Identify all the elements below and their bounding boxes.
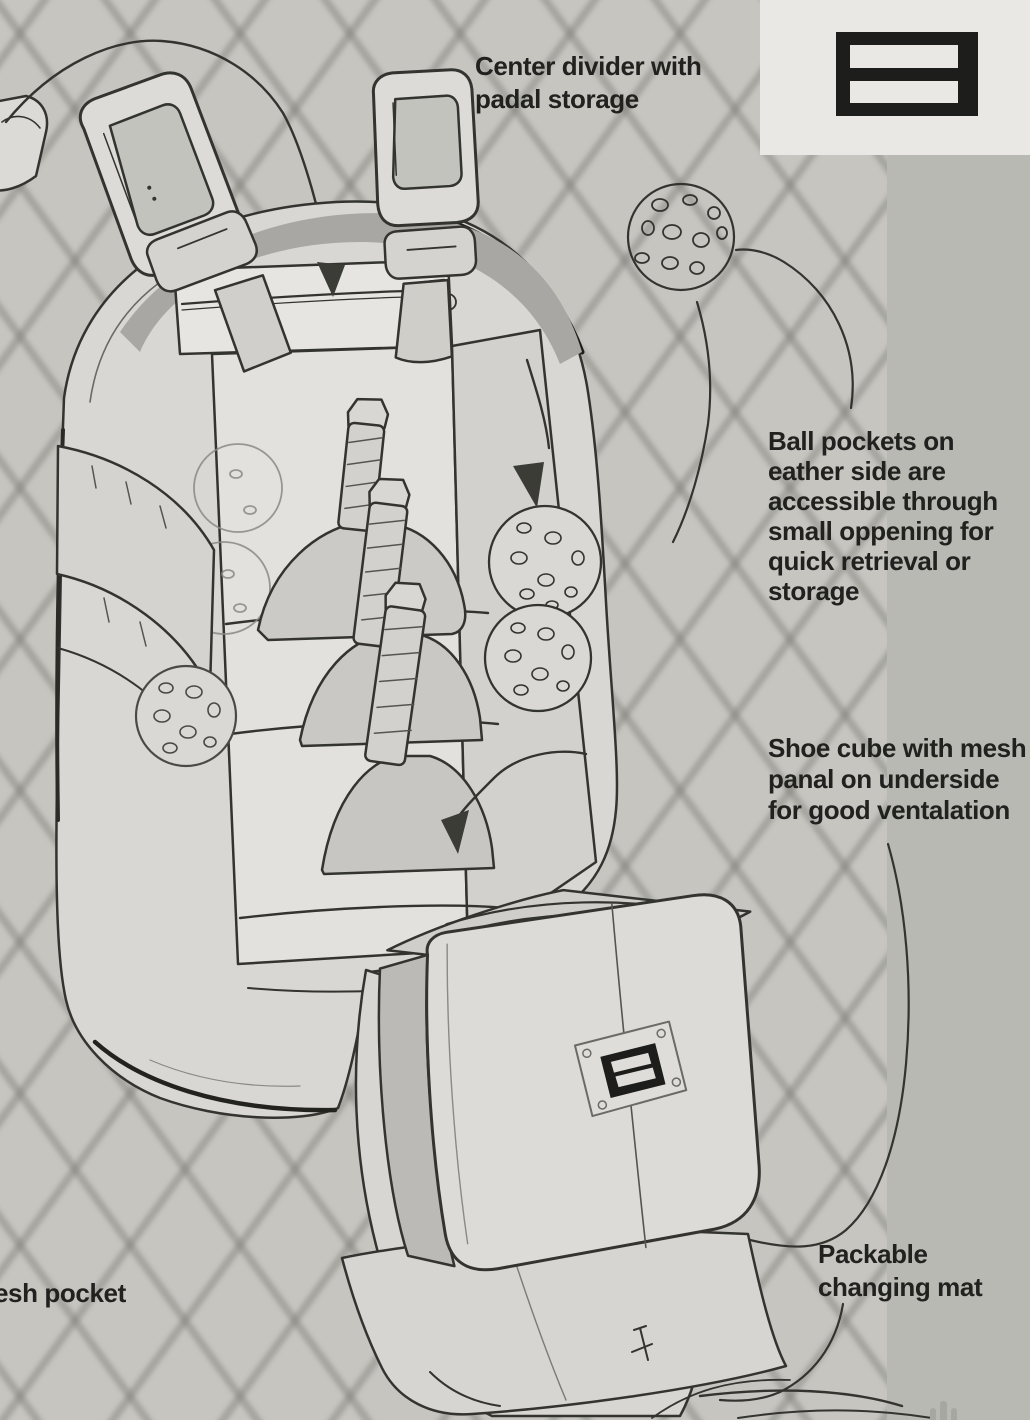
right-margin-panel [887,0,1030,1420]
right-strap-clip [371,68,480,364]
pickleball-floating [626,182,736,292]
brand-logo-icon [836,32,978,116]
logo-panel [760,0,1030,155]
arrow-into-ball-pocket [513,462,544,508]
left-strap-clip [78,71,293,373]
paddles [256,397,496,876]
leader-changing-mat [718,1302,845,1402]
logo-bar-bottom [850,80,958,103]
arrow-into-shoe-bay [441,810,469,854]
annotation-center-divider: Center divider with padal storage [475,51,702,114]
leader-center-divider [4,39,332,264]
flow-arrows [317,262,588,854]
arrow-into-divider [317,262,345,297]
annotation-ball-pockets: Ball pockets on eather side are accessib… [768,426,998,606]
leader-shoe-cube [748,842,910,1248]
logo-plate [573,1020,688,1118]
shoe-cube [377,888,761,1272]
annotation-mesh-pocket: esh pocket [0,1278,126,1308]
paddle-stub [0,94,49,192]
logo-bar-top [850,45,958,68]
leader-lines [671,248,910,1402]
leader-ball-drop [671,300,712,544]
paddle-front [320,581,496,876]
pickleball-pocket-right [483,504,603,713]
annotation-shoe-cube: Shoe cube with mesh panal on underside f… [768,733,1027,825]
leader-ball-pockets [734,248,854,410]
annotation-changing-mat: Packable changing mat [818,1239,983,1302]
pickleball-pocket-left [134,664,238,768]
signature-mark-icon [930,1400,970,1420]
